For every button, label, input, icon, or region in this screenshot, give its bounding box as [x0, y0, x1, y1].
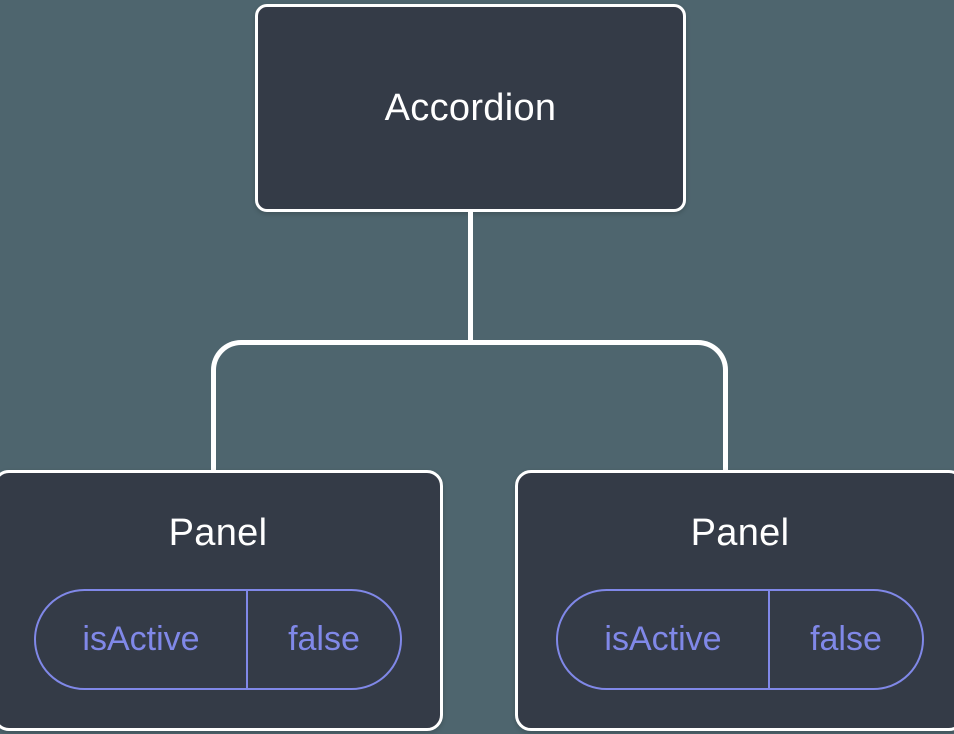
state-key: isActive	[558, 590, 770, 688]
accordion-node: Accordion	[255, 4, 686, 212]
accordion-node-label: Accordion	[384, 86, 557, 129]
panel-node-right: Panel isActive false	[515, 470, 954, 731]
state-value: false	[810, 619, 882, 658]
state-pill: isActive false	[34, 588, 402, 690]
branch-connector	[211, 340, 728, 471]
panel-node-left: Panel isActive false	[0, 470, 443, 731]
state-key: isActive	[36, 590, 248, 688]
state-value: false	[288, 619, 360, 658]
state-pill: isActive false	[556, 588, 924, 690]
panel-node-label: Panel	[690, 511, 790, 554]
root-connector-stem	[468, 212, 473, 342]
panel-node-label: Panel	[168, 511, 268, 554]
